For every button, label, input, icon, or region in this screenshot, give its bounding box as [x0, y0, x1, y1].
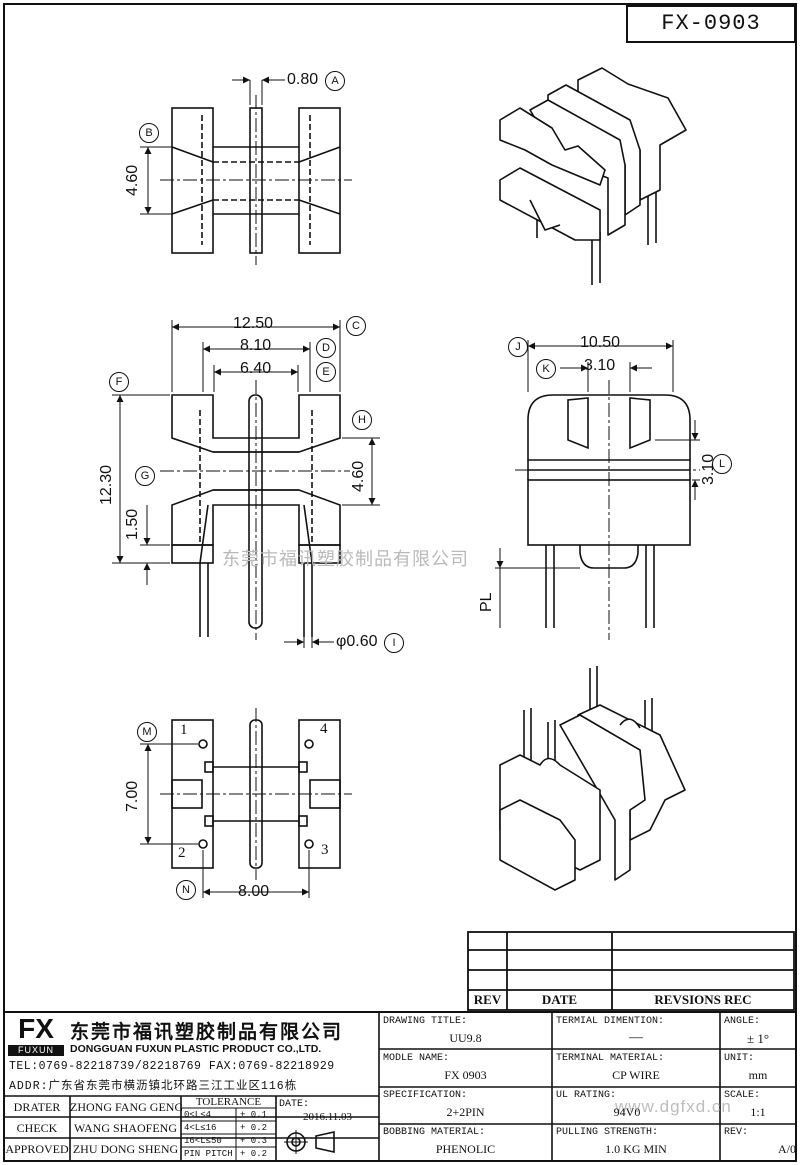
unit-value: mm	[748, 1068, 768, 1082]
ul-rating-value: 94V0	[613, 1105, 641, 1119]
rev-date-header: DATE	[541, 992, 578, 1007]
dim-i-tag: I	[384, 633, 404, 653]
model-name-value: FX 0903	[444, 1068, 487, 1082]
dim-h-value: 4.60	[350, 460, 367, 492]
pulling-strength-label: PULLING STRENGTH:	[556, 1127, 659, 1138]
dim-m-value: 7.00	[124, 780, 141, 812]
tolerance-range-1: 0<L≤4	[184, 1110, 212, 1120]
drawing-title-label: DRAWING TITLE:	[383, 1016, 468, 1027]
pin-2-label: 2	[178, 845, 186, 861]
drawing-number: FX-0903	[661, 11, 761, 36]
company-logo: FX FUXUN	[8, 1013, 64, 1056]
unit-label: UNIT:	[724, 1053, 755, 1064]
ul-rating-label: UL RATING:	[556, 1090, 617, 1101]
scale-value: 1:1	[750, 1105, 766, 1119]
rev-value: A/0	[778, 1142, 796, 1156]
dim-g-value: 1.50	[124, 508, 141, 540]
dim-j-value: 10.50	[580, 334, 621, 351]
tolerance-value-3: + 0.3	[240, 1136, 268, 1146]
signoff-role-drafter: DRATER	[13, 1100, 61, 1114]
top-view	[140, 76, 352, 265]
pulling-strength-value: 1.0 KG MIN	[605, 1142, 667, 1156]
angle-label: ANGLE:	[724, 1016, 761, 1027]
dim-l-tag: L	[712, 454, 732, 474]
model-name-label: MODLE NAME:	[383, 1053, 450, 1064]
specification-value: 2+2PIN	[446, 1105, 485, 1119]
dim-n-value: 8.00	[238, 883, 270, 900]
tolerance-value-1: + 0.1	[240, 1110, 268, 1120]
revision-table	[467, 931, 795, 1011]
dim-d-tag: D	[316, 338, 336, 358]
terminal-dimension-value: —	[629, 1030, 643, 1045]
dim-e-tag: E	[316, 362, 336, 382]
dim-a-value: 0.80	[287, 71, 319, 88]
pin-3-label: 3	[321, 842, 329, 858]
tolerance-range-4: PIN PITCH	[184, 1149, 233, 1159]
date-label: DATE:	[279, 1099, 310, 1110]
dim-f-value: 12.30	[98, 464, 115, 505]
dim-h-tag: H	[352, 410, 372, 430]
dim-c-value: 12.50	[233, 315, 274, 332]
tolerance-range-3: 16<L≤50	[184, 1136, 222, 1146]
signoff-name-check: WANG SHAOFENG	[73, 1121, 177, 1135]
signoff-name-approved: ZHU DONG SHENG	[72, 1142, 179, 1156]
company-address: ADDR:广东省东莞市横沥镇北环路三江工业区116栋	[9, 1080, 298, 1093]
tolerance-range-2: 4<L≤16	[184, 1123, 217, 1133]
signoff-name-drafter: ZHONG FANG GENG	[70, 1100, 184, 1114]
signoff-role-check: CHECK	[16, 1121, 58, 1135]
date-value: 2016.11.03	[302, 1111, 353, 1123]
company-name-en: DONGGUAN FUXUN PLASTIC PRODUCT CO.,LTD.	[70, 1043, 322, 1055]
terminal-material-value: CP WIRE	[612, 1068, 660, 1082]
dim-pl-value: PL	[478, 592, 495, 612]
signoff-role-approved: APPROVED	[5, 1142, 69, 1156]
dim-i-value: φ0.60	[336, 633, 378, 650]
bobbin-material-value: PHENOLIC	[435, 1142, 496, 1156]
isometric-view-bottom	[499, 666, 686, 891]
dim-d-value: 8.10	[240, 337, 272, 354]
rev-label: REV:	[724, 1127, 749, 1138]
terminal-material-label: TERMINAL MATERIAL:	[556, 1053, 665, 1064]
dim-n-tag: N	[176, 880, 196, 900]
company-logo-sub: FUXUN	[18, 1045, 54, 1055]
dim-f-tag: F	[109, 372, 129, 392]
company-name-cn: 东莞市福讯塑胶制品有限公司	[70, 1022, 344, 1043]
dim-b-value: 4.60	[124, 164, 141, 196]
dim-a-tag: A	[325, 71, 345, 91]
bottom-view	[140, 708, 352, 898]
dim-b-tag: B	[139, 123, 159, 143]
company-logo-mark: FX	[18, 1013, 54, 1044]
isometric-view-top	[499, 67, 687, 285]
tolerance-title: TOLERANCE	[195, 1096, 262, 1108]
rev-header: REV	[473, 992, 502, 1007]
watermark-url: www.dgfxd.cn	[615, 1097, 732, 1116]
side-view	[495, 340, 700, 640]
pin-4-label: 4	[320, 721, 328, 737]
terminal-dimension-label: TERMIAL DIMENTION:	[556, 1016, 665, 1027]
drawing-title-value: UU9.8	[449, 1031, 482, 1045]
tolerance-value-2: + 0.2	[240, 1123, 268, 1133]
front-view	[112, 320, 380, 648]
company-contact: TEL:0769-82218739/82218769 FAX:0769-8221…	[9, 1060, 335, 1073]
specification-label: SPECIFICATION:	[383, 1090, 468, 1101]
dim-k-value: 3.10	[584, 357, 616, 374]
pin-1-label: 1	[180, 722, 188, 738]
dim-c-tag: C	[346, 316, 366, 336]
tolerance-value-4: + 0.2	[240, 1149, 268, 1159]
dim-j-tag: J	[508, 337, 528, 357]
scale-label: SCALE:	[724, 1090, 761, 1101]
dim-k-tag: K	[536, 359, 556, 379]
rev-record-header: REVSIONS REC	[654, 992, 752, 1007]
angle-value: ± 1°	[746, 1031, 770, 1046]
watermark-company: 东莞市福讯塑胶制品有限公司	[222, 549, 469, 569]
dim-m-tag: M	[137, 722, 157, 742]
dim-g-tag: G	[135, 466, 155, 486]
bobbin-material-label: BOBBING MATERIAL:	[383, 1127, 486, 1138]
dim-e-value: 6.40	[240, 360, 272, 377]
title-block	[4, 1011, 796, 1161]
